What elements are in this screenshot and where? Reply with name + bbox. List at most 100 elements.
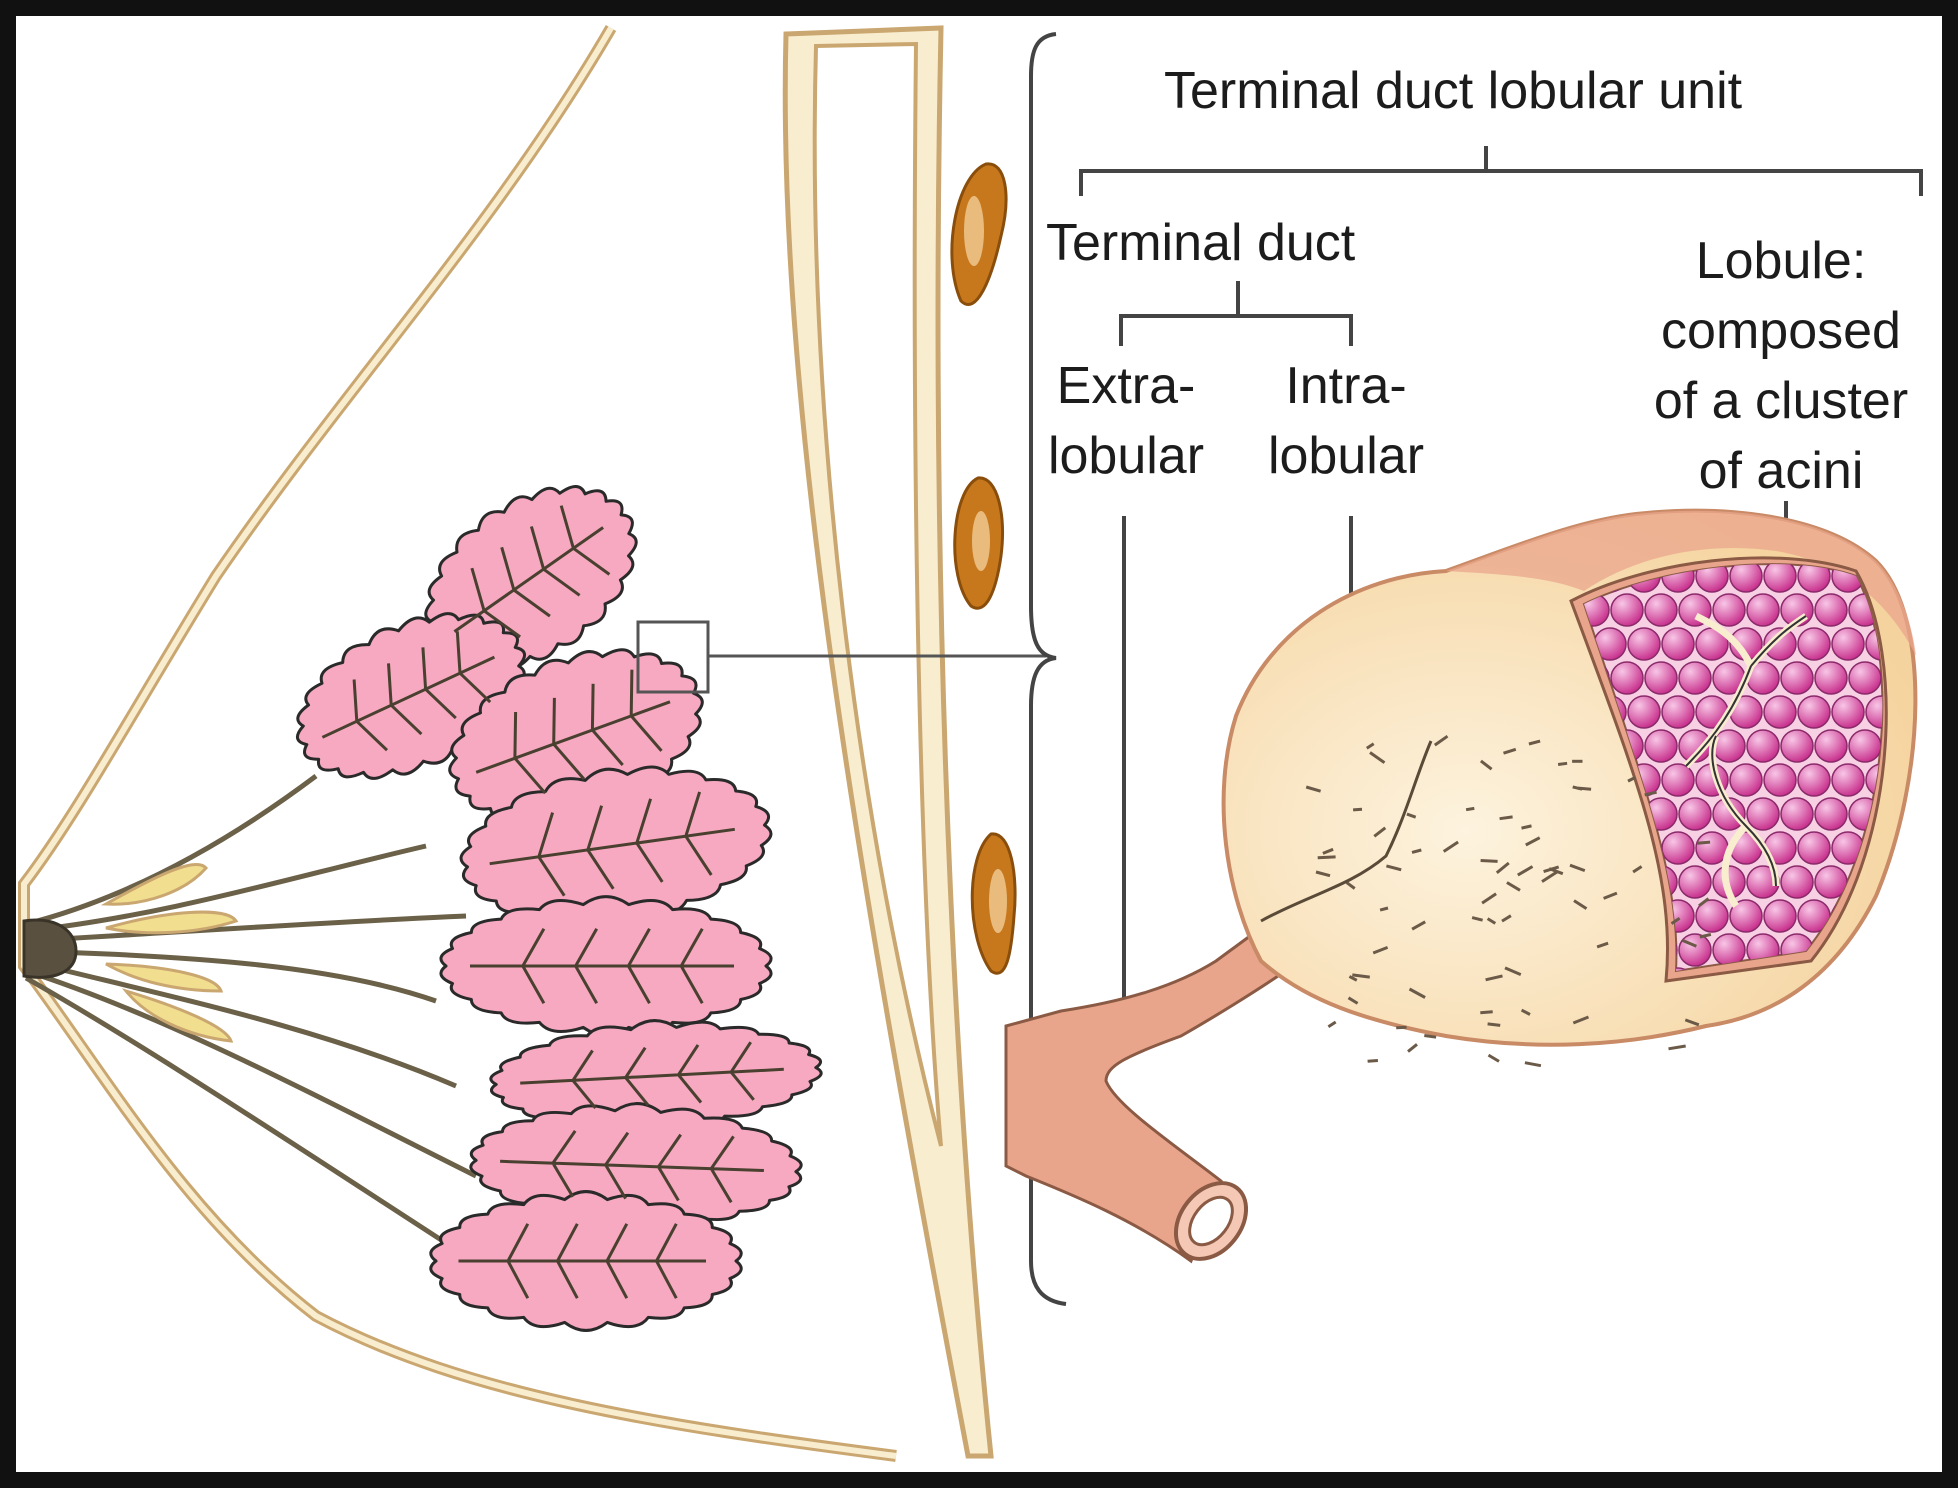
duct-trace (1327, 1020, 1337, 1029)
acinus (1814, 797, 1848, 831)
duct-trace (1557, 761, 1568, 766)
intralobular-duct (1260, 740, 1433, 923)
duct-trace (1348, 975, 1358, 982)
duct-trace (1506, 881, 1521, 892)
acinus (1780, 797, 1814, 831)
acinus (1848, 661, 1882, 695)
lobe-ductule (458, 1223, 706, 1299)
duct-trace (1386, 864, 1402, 872)
duct-trace (1632, 865, 1643, 874)
label-lobule-line4: of acini (1698, 442, 1864, 500)
duct-trace (1495, 861, 1510, 874)
label-extralobular: Extra- lobular (1046, 351, 1206, 491)
acinus (1882, 865, 1883, 899)
duct-trace (1424, 1034, 1437, 1039)
duct-trace (1572, 785, 1583, 791)
breast-lobes (296, 484, 823, 1332)
acinus (1678, 797, 1712, 831)
duct-trace (1541, 870, 1558, 883)
duct-trace (1396, 1025, 1407, 1030)
acinus (1797, 695, 1831, 729)
duct-trace (1572, 1015, 1590, 1025)
acinus (1780, 729, 1814, 763)
lobe-ductule (520, 1041, 784, 1110)
duct-trace (1487, 1022, 1501, 1027)
label-terminal-duct: Terminal duct (1046, 214, 1356, 272)
acinus (1610, 593, 1644, 627)
duct-trace (1698, 897, 1710, 907)
lobe-ductules (321, 505, 784, 1299)
duct-trace (1596, 941, 1609, 949)
acinus (1865, 967, 1883, 971)
duct-trace (1699, 932, 1712, 939)
duct-trace (1670, 917, 1681, 925)
lobe-ductule (500, 1130, 764, 1204)
acinus (1831, 763, 1865, 797)
lobe-ductule (321, 631, 496, 752)
acinus (1644, 661, 1678, 695)
label-lobule-line3: of a cluster (1653, 372, 1909, 430)
duct-trace (1315, 870, 1331, 878)
duct-trace (1573, 899, 1588, 910)
breast-anatomy-illustration (18, 24, 1923, 1462)
intralobular-duct-traces (1305, 734, 1712, 1068)
acinus (1763, 695, 1797, 729)
duct-trace (1603, 891, 1618, 900)
duct-trace (1503, 747, 1517, 755)
duct-trace (1372, 946, 1389, 955)
duct-trace (1465, 806, 1475, 812)
terminal-duct (1004, 912, 1280, 1264)
label-extralobular-line2: lobular (1047, 427, 1205, 485)
acinus (1661, 627, 1695, 661)
duct-trace (1501, 914, 1512, 923)
acinus (1763, 564, 1797, 593)
lactiferous-ducts (24, 773, 478, 1259)
acinus (1848, 729, 1882, 763)
duct-trace (1504, 966, 1522, 976)
duct-trace (1411, 848, 1422, 854)
tdlu-brace (1029, 32, 1067, 1306)
acinus (1729, 899, 1763, 933)
label-extralobular-line1: Extra- (1056, 357, 1196, 415)
acinus (1814, 661, 1848, 695)
diagram-canvas: Terminal duct lobular unit Terminal duct… (16, 16, 1942, 1472)
duct-trace (1569, 863, 1586, 873)
duct-trace (1305, 785, 1322, 793)
acinus (1831, 695, 1865, 729)
acinus (1610, 661, 1644, 695)
duct-trace (1486, 917, 1497, 925)
duct-trace (1408, 987, 1426, 999)
acinus (1780, 865, 1814, 899)
acinus (1746, 729, 1780, 763)
duct-trace (1367, 1059, 1379, 1063)
acinus (1644, 593, 1678, 627)
duct-trace (1345, 881, 1356, 890)
label-terminal-duct-lobular-unit: Terminal duct lobular unit (1164, 62, 1743, 120)
duct-trace (1517, 865, 1534, 877)
acinus (1831, 627, 1865, 661)
lobe-ductule (470, 928, 734, 1004)
nipple (22, 918, 78, 979)
duct-trace (1322, 847, 1334, 855)
label-intralobular-line1: Intra- (1285, 357, 1407, 415)
acinus (1831, 967, 1865, 971)
duct-trace (1407, 1043, 1418, 1053)
acinus (1797, 627, 1831, 661)
acinus (1797, 564, 1831, 593)
duct-trace (1317, 855, 1336, 860)
acinus (1627, 695, 1661, 729)
label-lobule-line1: Lobule: (1695, 232, 1867, 290)
duct-trace (1520, 1008, 1531, 1016)
acinus (1661, 695, 1695, 729)
acinus (1729, 564, 1763, 593)
acinus (1814, 593, 1848, 627)
lobe-ductule (453, 505, 611, 639)
duct-trace (1480, 1010, 1493, 1015)
duct-trace (1433, 734, 1449, 747)
duct-trace (1481, 892, 1497, 905)
acinus (1661, 967, 1695, 971)
duct-trace (1365, 742, 1375, 750)
acinus (1678, 865, 1712, 899)
label-lobule-line2: composed (1661, 302, 1901, 360)
acinus (1780, 661, 1814, 695)
